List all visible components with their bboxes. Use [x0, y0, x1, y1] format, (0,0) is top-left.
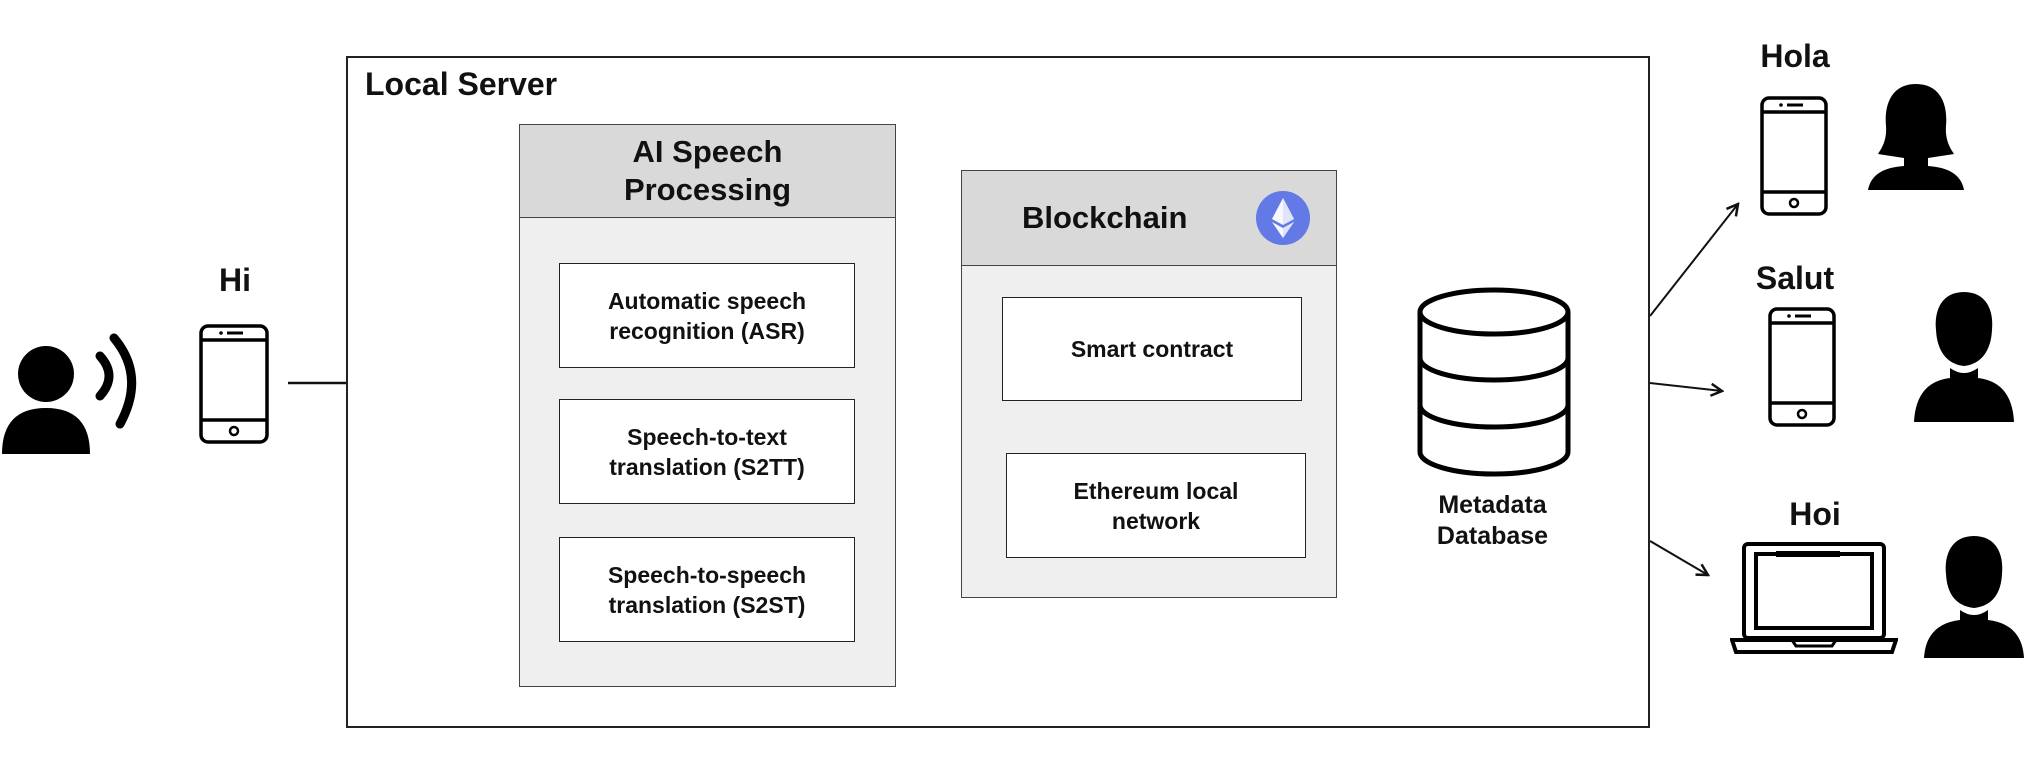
- database-label: Metadata Database: [1436, 491, 1549, 550]
- laptop-icon: [1730, 542, 1898, 654]
- s2tt-module: Speech-to-text translation (S2TT): [559, 399, 855, 504]
- receiver-hoi-greeting: Hoi: [1789, 496, 1841, 532]
- arrow-to-receiver-salut: [1649, 382, 1722, 391]
- ai-speech-title: AI Speech Processing: [520, 125, 895, 218]
- man-icon: [1914, 292, 2014, 422]
- ethereum-network-box: Ethereum local network: [1006, 453, 1306, 558]
- speaker-person-icon: [2, 333, 137, 454]
- database-icon: [1417, 287, 1571, 477]
- smart-contract-box: Smart contract: [1002, 297, 1302, 401]
- s2st-module: Speech-to-speech translation (S2ST): [559, 537, 855, 642]
- receiver-hola-greeting: Hola: [1760, 38, 1830, 74]
- asr-module: Automatic speech recognition (ASR): [559, 263, 855, 368]
- woman-icon: [1868, 84, 1964, 190]
- receiver-salut-phone-icon: [1768, 307, 1836, 427]
- sender-greeting: Hi: [219, 262, 251, 298]
- receiver-hola-phone-icon: [1760, 96, 1828, 216]
- local-server-title: Local Server: [365, 66, 558, 102]
- arrow-to-receiver-hoi: [1649, 540, 1708, 575]
- man-icon: [1924, 536, 2024, 658]
- ethereum-icon: [1256, 191, 1310, 245]
- receiver-salut-greeting: Salut: [1755, 260, 1835, 296]
- arrow-to-receiver-hola: [1649, 204, 1738, 317]
- sender-phone-icon: [199, 324, 269, 444]
